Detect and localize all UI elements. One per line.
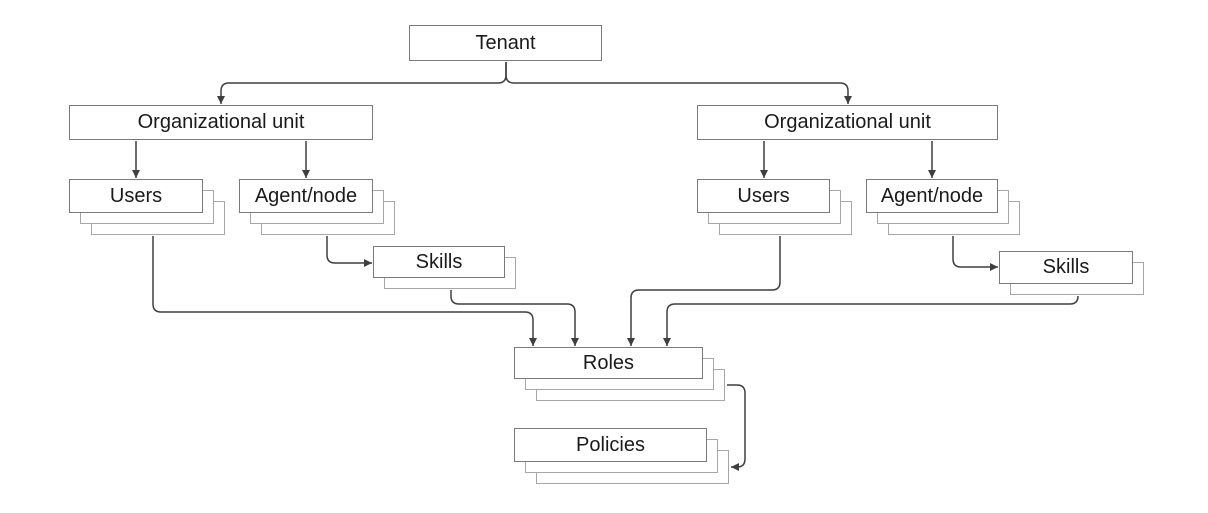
node-tenant-label: Tenant	[409, 25, 602, 61]
node-skills-right-label: Skills	[999, 251, 1133, 284]
node-agent-node-right-label: Agent/node	[866, 179, 998, 213]
edge-agent-node-right-skills-right	[952, 236, 998, 271]
node-skills-right: Skills	[999, 251, 1144, 295]
node-tenant: Tenant	[409, 25, 602, 61]
edge-agent-node-left-skills-left	[326, 236, 372, 267]
node-agent-node-left-label: Agent/node	[239, 179, 373, 213]
node-agent-node-right: Agent/node	[866, 179, 1020, 235]
edge-skills-right-roles	[663, 295, 1079, 346]
edge-roles-policies	[727, 384, 746, 471]
node-policies: Policies	[514, 428, 729, 484]
node-users-left: Users	[69, 179, 225, 235]
node-users-right-label: Users	[697, 179, 830, 213]
node-organizational-unit-right: Organizational unit	[697, 105, 998, 140]
node-policies-label: Policies	[514, 428, 707, 462]
node-skills-left-label: Skills	[373, 246, 505, 278]
edge-tenant-org-unit-right	[505, 62, 852, 104]
edge-tenant-org-unit-left	[217, 62, 507, 104]
node-organizational-unit-left-label: Organizational unit	[69, 105, 373, 140]
node-agent-node-left: Agent/node	[239, 179, 395, 235]
node-users-right: Users	[697, 179, 852, 235]
node-skills-left: Skills	[373, 246, 516, 289]
node-organizational-unit-right-label: Organizational unit	[697, 105, 998, 140]
node-roles: Roles	[514, 347, 725, 401]
node-roles-label: Roles	[514, 347, 703, 379]
node-organizational-unit-left: Organizational unit	[69, 105, 373, 140]
edge-users-right-roles	[627, 236, 781, 346]
node-users-left-label: Users	[69, 179, 203, 213]
edge-skills-left-roles	[450, 290, 579, 346]
